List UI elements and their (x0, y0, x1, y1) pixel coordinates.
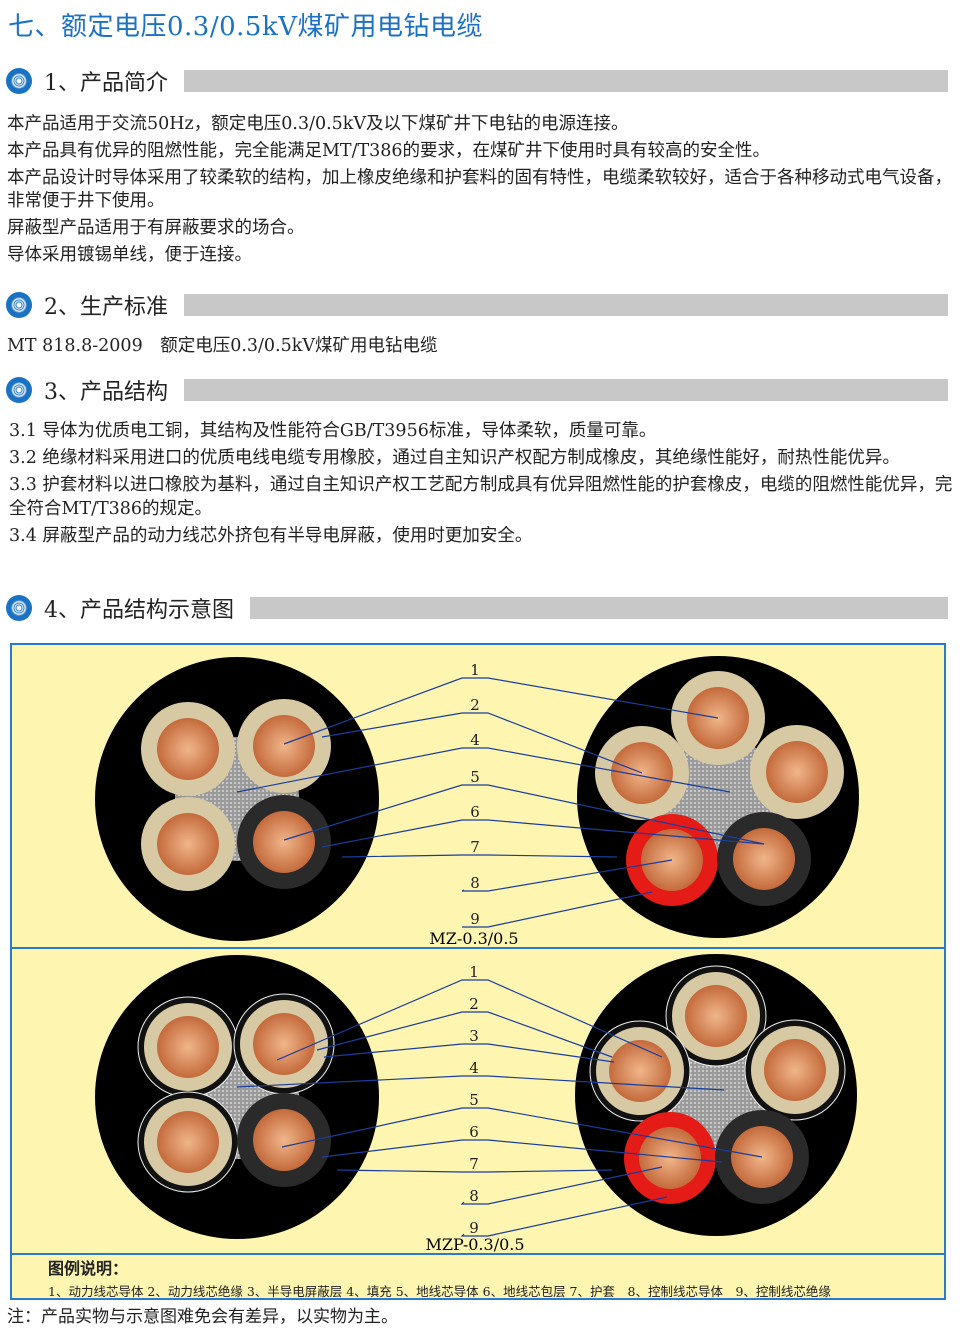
section-header-diagram: 4、产品结构示意图 (6, 593, 948, 623)
callout-number: 7 (470, 838, 480, 856)
callout-number: 4 (469, 1059, 479, 1077)
paragraph: 本产品适用于交流50Hz，额定电压0.3/0.5kV及以下煤矿井下电钻的电源连接… (7, 114, 629, 134)
leader-line (316, 1011, 613, 1058)
section-header-intro: 1、产品简介 (6, 66, 948, 96)
core-conductor (157, 813, 219, 875)
core-conductor (253, 1013, 315, 1075)
callout-number: 2 (469, 995, 479, 1013)
leader-line (461, 859, 673, 892)
paragraph: 本产品设计时导体采用了较柔软的结构，加上橡皮绝缘和护套料的固有特性，电缆柔软较好… (7, 168, 952, 211)
core-conductor (609, 1040, 671, 1102)
leader-line (283, 784, 765, 845)
cable-icon (6, 377, 32, 403)
footnote: 注：产品实物与示意图难免会有差异，以实物为主。 (7, 1307, 398, 1327)
structure-diagram: 1 2 4 5 6 7 8 9 1 2 3 4 5 6 7 8 9 MZ-0.3/0.5 MZP-0.3/0.5… (10, 643, 946, 1300)
paragraph: 3.1 导体为优质电工铜，其结构及性能符合GB/T3956标准，导体柔软，质量可… (9, 421, 657, 441)
core-conductor (766, 741, 828, 803)
leader-line (276, 979, 663, 1061)
legend-title: 图例说明： (48, 1259, 129, 1278)
leader-line (321, 712, 643, 774)
core-conductor (764, 1039, 826, 1101)
paragraph: 3.2 绝缘材料采用进口的优质电线电缆专用橡胶，通过自主知识产权配方制成橡皮，其… (9, 448, 900, 468)
model-label-mzp: MZP-0.3/0.5 (425, 1235, 524, 1254)
paragraph: 3.3 护套材料以进口橡胶为基料，通过自主知识产权工艺配方制成具有优异阻燃性能的… (9, 475, 953, 519)
core-conductor (733, 828, 795, 890)
callout-number: 2 (470, 696, 480, 714)
callout-number: 8 (470, 874, 480, 892)
section-title: 1、产品简介 (44, 71, 168, 96)
core-conductor (157, 1016, 219, 1078)
divider (184, 294, 948, 316)
core-conductor (253, 1109, 315, 1171)
leader-line (283, 677, 719, 745)
callout-number: 9 (470, 910, 480, 928)
leader-line (321, 819, 765, 848)
callout-number: 7 (469, 1155, 479, 1173)
divider (184, 379, 948, 401)
callout-number: 5 (470, 768, 480, 786)
divider (250, 597, 948, 619)
leader-line (462, 891, 653, 928)
leader-line (336, 1169, 613, 1173)
leader-line (323, 1043, 615, 1063)
callout-number: 6 (469, 1123, 479, 1141)
leader-line (460, 1196, 668, 1237)
leader-line (341, 854, 618, 858)
paragraph: 导体采用镀锡单线，便于连接。 (7, 245, 252, 265)
core-conductor (685, 985, 747, 1047)
cable-icon (6, 595, 32, 621)
section-title: 3、产品结构 (44, 380, 168, 405)
paragraph: 本产品具有优异的阻燃性能，完全能满足MT/T386的要求，在煤矿井下使用时具有较… (7, 141, 771, 161)
section-header-standard: 2、生产标准 (6, 290, 948, 320)
callout-number: 5 (469, 1091, 479, 1109)
legend-text: 1、动力线芯导体 2、动力线芯绝缘 3、半导电屏蔽层 4、填充 5、地线芯导体 … (48, 1284, 831, 1299)
leader-line (236, 747, 731, 793)
callout-number: 1 (470, 661, 480, 679)
legend: 图例说明： 1、动力线芯导体 2、动力线芯绝缘 3、半导电屏蔽层 4、填充 5、… (48, 1255, 831, 1300)
page-title: 七、额定电压0.3/0.5kV煤矿用电钻电缆 (8, 12, 483, 42)
core-conductor (157, 1111, 219, 1173)
section-title: 2、生产标准 (44, 295, 168, 320)
cable-cross-sections: 1 2 4 5 6 7 8 9 1 2 3 4 5 6 7 8 9 MZ-0.3/0.5 MZP-0.3/0.5 (12, 656, 944, 1255)
leader-line (460, 1166, 663, 1205)
callout-number: 9 (469, 1219, 479, 1237)
cable-icon (6, 68, 32, 94)
structure-text: 3.1 导体为优质电工铜，其结构及性能符合GB/T3956标准，导体柔软，质量可… (9, 419, 957, 548)
cable-icon (6, 292, 32, 318)
section-header-structure: 3、产品结构 (6, 375, 948, 405)
callout-number: 6 (470, 803, 480, 821)
callout-number: 4 (470, 731, 480, 749)
section-title: 4、产品结构示意图 (44, 598, 234, 623)
leader-line (281, 1107, 763, 1158)
leader-line (321, 1139, 723, 1163)
core-conductor (253, 715, 315, 777)
divider (184, 70, 948, 92)
core-conductor (157, 718, 219, 780)
core-conductor (253, 811, 315, 873)
standard-text: MT 818.8-2009 额定电压0.3/0.5kV煤矿用电钻电缆 (7, 336, 438, 356)
paragraph: 屏蔽型产品适用于有屏蔽要求的场合。 (7, 218, 305, 238)
model-label-mz: MZ-0.3/0.5 (429, 929, 518, 948)
callout-number: 3 (469, 1027, 479, 1045)
leader-line (236, 1075, 725, 1091)
callout-number: 8 (469, 1187, 479, 1205)
intro-text: 本产品适用于交流50Hz，额定电压0.3/0.5kV及以下煤矿井下电钻的电源连接… (7, 111, 955, 269)
callout-number: 1 (469, 963, 479, 981)
control-core-conductor (639, 1127, 701, 1189)
paragraph: 3.4 屏蔽型产品的动力线芯外挤包有半导电屏蔽，使用时更加安全。 (9, 526, 533, 546)
